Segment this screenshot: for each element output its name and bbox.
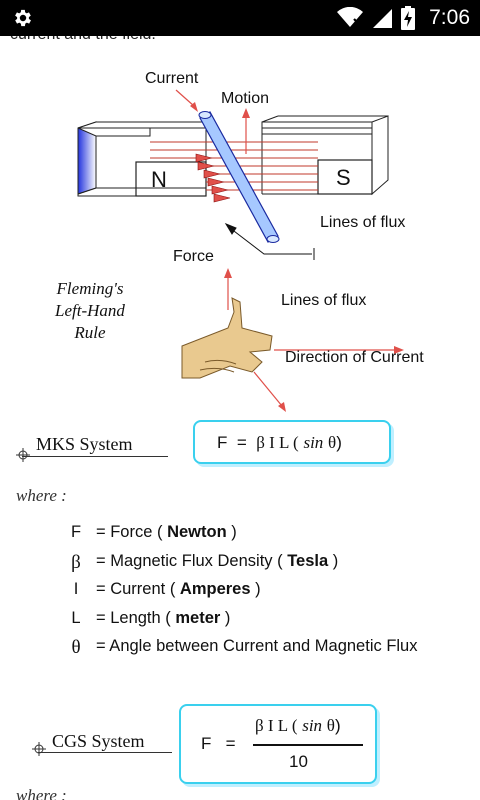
label-lines-of-flux-bottom: Lines of flux <box>281 292 367 309</box>
flux-direction-arrow <box>274 346 404 354</box>
truncated-paragraph: current and the field. <box>10 36 156 44</box>
definition-flux-density: β = Magnetic Flux Density ( Tesla ) <box>71 551 339 573</box>
article-content[interactable]: current and the field. <box>0 36 480 800</box>
cgs-denominator: 10 <box>289 752 308 771</box>
where-label-cgs: where : <box>16 786 67 800</box>
crosshair-icon <box>16 448 30 462</box>
wifi-icon <box>337 7 364 27</box>
where-label: where : <box>16 486 67 505</box>
settings-gear-icon[interactable] <box>12 7 34 29</box>
south-magnet <box>261 115 389 196</box>
mks-underline <box>22 456 168 457</box>
flux-pointer-line <box>224 222 315 260</box>
cgs-system-label: CGS System <box>52 731 145 751</box>
cgs-formula-box: F = β I L ( sin θ) 10 <box>179 704 377 784</box>
label-motion: Motion <box>221 90 270 107</box>
definition-length: L = Length ( meter ) <box>71 608 231 627</box>
mks-formula: F = β I L ( sin θ) <box>217 433 342 452</box>
north-magnet <box>77 121 207 197</box>
flux-arrowheads <box>195 153 231 203</box>
definitions-list: F = Force ( Newton ) β = Magnetic Flux D… <box>64 523 474 666</box>
label-direction-of-current: Direction of Current <box>285 349 424 366</box>
label-force: Force <box>173 248 214 265</box>
definition-force: F = Force ( Newton ) <box>70 523 237 541</box>
definition-angle: θ = Angle between Current and Magnetic F… <box>71 637 418 659</box>
battery-charging-icon <box>401 6 416 30</box>
conductor-wire <box>198 111 280 243</box>
magnet-diagram-graphic <box>77 89 404 412</box>
label-current: Current <box>145 70 199 87</box>
fraction-bar <box>253 744 363 746</box>
clock-time: 7:06 <box>429 6 470 29</box>
signal-icon <box>373 9 393 28</box>
rule-line-1: Fleming's <box>56 279 124 298</box>
cgs-numerator: β I L ( sin θ) <box>255 716 341 735</box>
motion-arrow <box>242 108 250 154</box>
fleming-rule-caption: Fleming's Left-Hand Rule <box>30 278 150 344</box>
status-bar: 7:06 <box>0 0 480 36</box>
mks-formula-box: F = β I L ( sin θ) <box>193 420 391 464</box>
force-arrow <box>224 268 232 310</box>
current-direction-arrow <box>253 371 286 412</box>
mks-system-label: MKS System <box>36 434 133 454</box>
hand-illustration <box>181 297 273 379</box>
current-arrow <box>175 89 198 112</box>
cgs-formula-lhs: F = <box>201 734 236 753</box>
fleming-diagram: Current Motion N S Lines of flux Force L… <box>0 66 480 416</box>
rule-line-2: Left-Hand <box>55 301 125 320</box>
crosshair-icon <box>32 742 46 756</box>
definition-current: I = Current ( Amperes ) <box>73 580 261 599</box>
rule-line-3: Rule <box>74 323 106 342</box>
cgs-underline <box>38 752 172 753</box>
label-south: S <box>336 165 351 190</box>
label-north: N <box>151 167 167 192</box>
label-lines-of-flux-top: Lines of flux <box>320 214 406 231</box>
